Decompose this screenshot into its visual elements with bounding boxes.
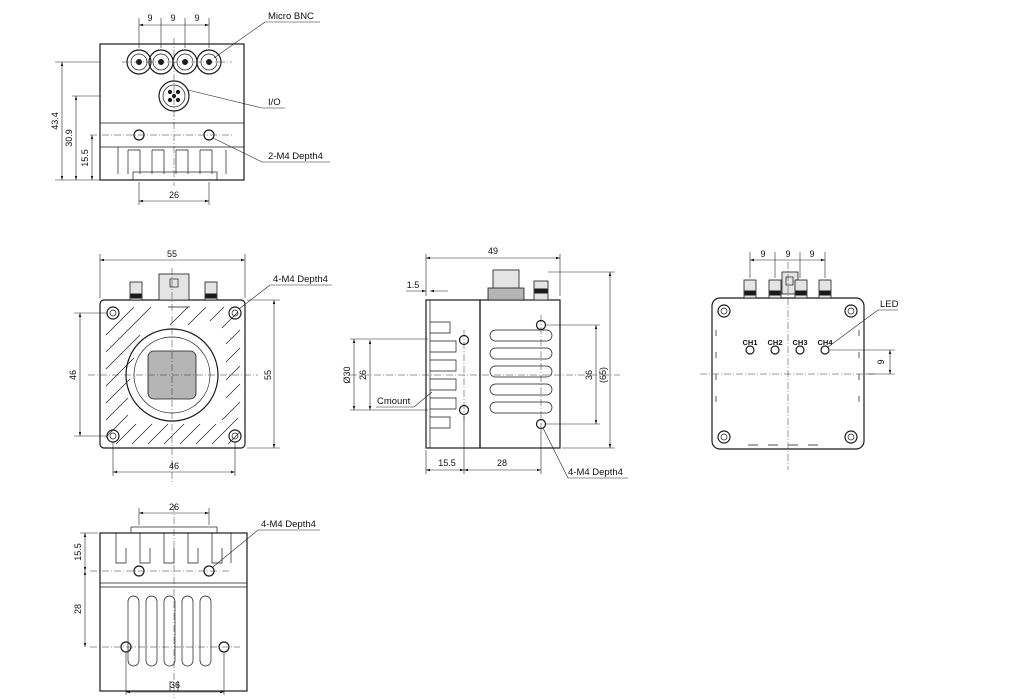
dim-width: 15.5 [438, 458, 456, 468]
mount-hole [844, 304, 858, 318]
m4-depth-label: 2-M4 Depth4 [268, 151, 323, 162]
m4-depth-label: 4-M4 Depth4 [261, 519, 316, 530]
io-connector [158, 80, 190, 112]
channel-label: CH2 [767, 338, 782, 347]
dim-width: 46 [169, 461, 179, 471]
side-cooling-slots [489, 329, 553, 414]
dim-pitch: 9 [760, 249, 765, 259]
dim-height: 30.9 [64, 129, 74, 147]
channel-label: CH1 [742, 338, 757, 347]
rear-view: CH1 CH2 CH3 CH4 9 9 9 9 LED [700, 249, 899, 470]
cmount-label: Cmount [377, 396, 411, 407]
led-indicator [745, 345, 755, 355]
dim-width: 49 [488, 246, 498, 256]
dim-width: 55 [167, 249, 177, 259]
mount-hole [717, 304, 731, 318]
dim-height: 46 [68, 370, 78, 380]
dim-diameter: Ø30 [342, 366, 352, 383]
dim-width: 28 [497, 458, 507, 468]
channel-label: CH3 [792, 338, 807, 347]
dim-height: 26 [358, 370, 368, 380]
front-dimensions: 55 46 46 55 [68, 249, 280, 476]
front-diagonal-fins [105, 306, 241, 445]
mount-hole [106, 429, 120, 443]
top-view: 9 9 9 43.4 30.9 15.5 26 Micro BNC I/O 2-… [50, 11, 330, 205]
bottom-body-outline [99, 532, 248, 692]
dim-width: 26 [169, 502, 179, 512]
side-threads [430, 321, 457, 429]
dim-pitch: 9 [147, 13, 152, 23]
mount-hole [228, 429, 242, 443]
m4-depth-label: 4-M4 Depth4 [568, 467, 623, 478]
side-rear-section [479, 299, 561, 449]
mount-hole [106, 306, 120, 320]
dim-pitch: 9 [170, 13, 175, 23]
rear-dimensions: 9 9 9 9 [749, 249, 895, 375]
micro-bnc-label: Micro BNC [268, 11, 314, 22]
top-dimensions: 9 9 9 43.4 30.9 15.5 26 [50, 13, 210, 205]
m4-depth-label: 4-M4 Depth4 [273, 274, 328, 285]
mount-hole [844, 430, 858, 444]
bottom-dimensions: 26 15.5 28 36 [73, 502, 225, 695]
bottom-fins [115, 533, 232, 564]
dim-width: 26 [169, 190, 179, 200]
led-label: LED [880, 299, 899, 310]
dim-height: 15.5 [80, 149, 90, 167]
mount-hole [717, 430, 731, 444]
front-view: 55 46 46 55 4-M4 Depth4 [68, 249, 332, 482]
dim-flange: 1.5 [407, 280, 420, 290]
led-indicator [795, 345, 805, 355]
dim-width: 36 [170, 680, 180, 690]
led-indicator [770, 345, 780, 355]
dim-pitch: 9 [809, 249, 814, 259]
side-view: 49 1.5 Ø30 26 36 (65) 15.5 28 Cmount 4-M… [342, 246, 628, 479]
dim-height: 55 [263, 370, 273, 380]
dim-height: 9 [876, 359, 886, 364]
dim-height: 15.5 [73, 543, 83, 561]
side-dimensions: 49 1.5 Ø30 26 36 (65) 15.5 28 [342, 246, 615, 474]
dim-height: 36 [584, 370, 594, 380]
bottom-cooling-slots [127, 595, 212, 667]
dim-pitch: 9 [785, 249, 790, 259]
dim-height: (65) [598, 367, 608, 383]
led-indicator [820, 345, 830, 355]
mount-hole [228, 306, 242, 320]
dim-height: 43.4 [50, 112, 60, 130]
channel-label: CH4 [817, 338, 833, 347]
top-body-outline [99, 43, 245, 181]
dim-pitch: 9 [194, 13, 199, 23]
bottom-view: 26 15.5 28 36 4-M4 Depth4 [73, 502, 320, 698]
top-cooling-fins [117, 147, 227, 181]
dim-height: 28 [73, 604, 83, 614]
io-label: I/O [268, 97, 281, 108]
